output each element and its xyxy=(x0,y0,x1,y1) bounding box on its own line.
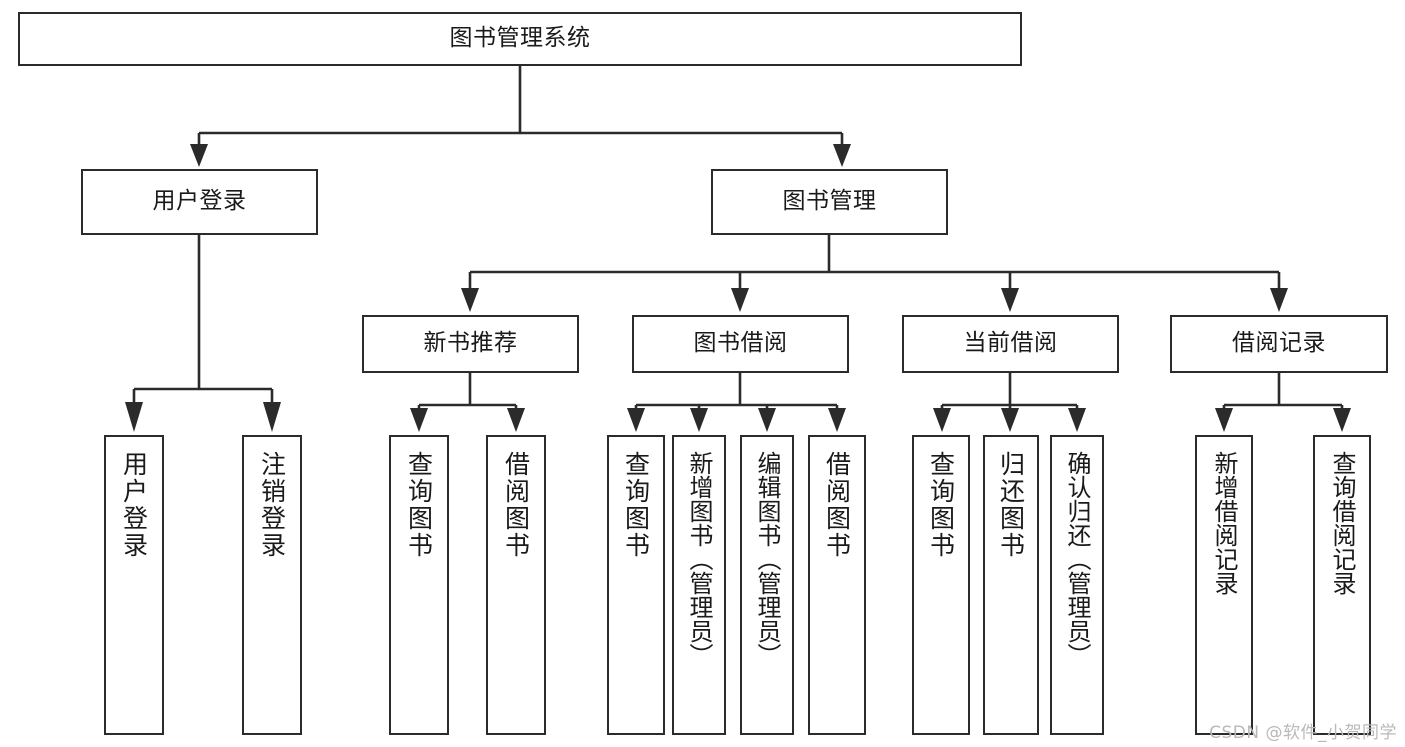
arrow-to-book-management xyxy=(833,144,851,167)
node-leaf-return-book[interactable]: 归还图书 xyxy=(983,435,1039,735)
arrow-to-new-book-recommend xyxy=(461,288,479,312)
arrow-to-leaf-query-record xyxy=(1333,408,1351,432)
node-leaf-borrow-book-1[interactable]: 借阅图书 xyxy=(486,435,546,735)
arrow-to-leaf-confirm-return xyxy=(1068,408,1086,432)
node-book-borrow[interactable]: 图书借阅 xyxy=(632,315,849,373)
arrow-to-leaf-logout xyxy=(263,402,281,432)
arrow-to-leaf-query-book-1 xyxy=(410,408,428,432)
node-leaf-borrow-book-1-label: 借阅图书 xyxy=(501,451,531,559)
node-leaf-logout-label: 注销登录 xyxy=(257,451,287,559)
node-leaf-add-book-label: 新增图书（管理员） xyxy=(685,451,713,667)
node-book-management[interactable]: 图书管理 xyxy=(711,169,948,235)
node-leaf-add-record-label: 新增借阅记录 xyxy=(1210,451,1238,595)
arrow-to-user-login xyxy=(190,144,208,167)
node-leaf-user-login[interactable]: 用户登录 xyxy=(104,435,164,735)
node-user-login[interactable]: 用户登录 xyxy=(81,169,318,235)
arrow-to-leaf-add-record xyxy=(1215,408,1233,432)
node-current-borrow[interactable]: 当前借阅 xyxy=(902,315,1119,373)
arrow-to-book-borrow xyxy=(731,288,749,312)
arrow-to-leaf-user-login xyxy=(125,402,143,432)
arrow-to-leaf-query-book-2 xyxy=(627,408,645,432)
csdn-watermark: CSDN @软件_小贺同学 xyxy=(1209,723,1397,743)
node-leaf-edit-book[interactable]: 编辑图书（管理员） xyxy=(740,435,794,735)
node-leaf-edit-book-label: 编辑图书（管理员） xyxy=(753,451,781,667)
arrow-to-current-borrow xyxy=(1001,288,1019,312)
node-user-login-label: 用户登录 xyxy=(152,188,247,215)
arrow-to-leaf-borrow-book-2 xyxy=(828,408,846,432)
node-leaf-add-record[interactable]: 新增借阅记录 xyxy=(1195,435,1253,735)
node-leaf-return-book-label: 归还图书 xyxy=(996,451,1026,559)
node-leaf-query-book-1[interactable]: 查询图书 xyxy=(389,435,449,735)
node-borrow-record[interactable]: 借阅记录 xyxy=(1170,315,1388,373)
node-leaf-query-book-2-label: 查询图书 xyxy=(621,451,651,559)
node-leaf-user-login-label: 用户登录 xyxy=(119,451,149,559)
node-book-management-label: 图书管理 xyxy=(782,188,877,215)
node-borrow-record-label: 借阅记录 xyxy=(1232,330,1326,357)
node-leaf-query-book-1-label: 查询图书 xyxy=(404,451,434,559)
arrow-to-leaf-return-book xyxy=(1001,408,1019,432)
node-leaf-add-book[interactable]: 新增图书（管理员） xyxy=(672,435,726,735)
node-new-book-recommend-label: 新书推荐 xyxy=(423,330,518,357)
node-new-book-recommend[interactable]: 新书推荐 xyxy=(362,315,579,373)
node-leaf-borrow-book-2[interactable]: 借阅图书 xyxy=(808,435,866,735)
node-leaf-confirm-return[interactable]: 确认归还（管理员） xyxy=(1050,435,1104,735)
arrow-to-leaf-borrow-book-1 xyxy=(507,408,525,432)
node-root-label: 图书管理系统 xyxy=(449,25,591,52)
arrow-to-leaf-add-book xyxy=(690,408,708,432)
node-leaf-query-book-2[interactable]: 查询图书 xyxy=(607,435,665,735)
node-leaf-query-record[interactable]: 查询借阅记录 xyxy=(1313,435,1371,735)
node-leaf-query-record-label: 查询借阅记录 xyxy=(1328,451,1356,595)
node-leaf-query-book-3-label: 查询图书 xyxy=(926,451,956,559)
arrow-to-leaf-edit-book xyxy=(758,408,776,432)
node-root[interactable]: 图书管理系统 xyxy=(18,12,1022,66)
node-leaf-logout[interactable]: 注销登录 xyxy=(242,435,302,735)
node-leaf-borrow-book-2-label: 借阅图书 xyxy=(822,451,852,559)
arrow-to-borrow-record xyxy=(1270,288,1288,312)
node-book-borrow-label: 图书借阅 xyxy=(693,330,788,357)
node-leaf-query-book-3[interactable]: 查询图书 xyxy=(912,435,970,735)
node-leaf-confirm-return-label: 确认归还（管理员） xyxy=(1063,451,1091,667)
arrow-to-leaf-query-book-3 xyxy=(933,408,951,432)
node-current-borrow-label: 当前借阅 xyxy=(963,330,1058,357)
